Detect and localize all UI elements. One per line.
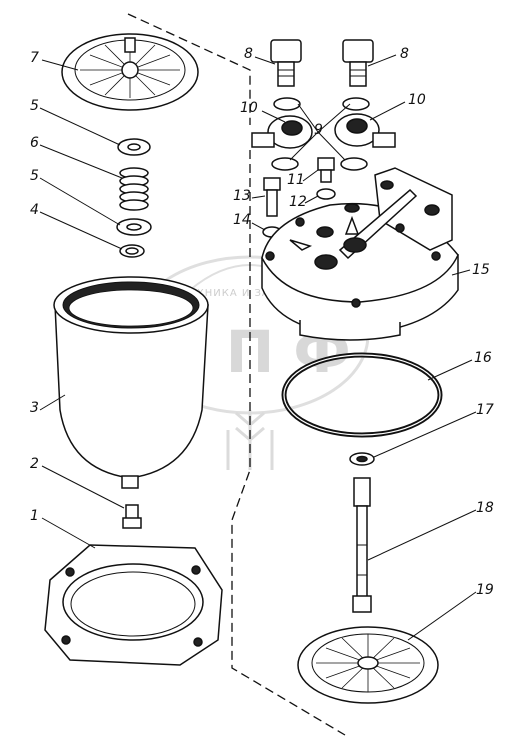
callout-10-right: 10 <box>408 92 426 108</box>
part-8-bolt-left <box>270 39 302 87</box>
callout-6: 6 <box>30 135 39 151</box>
callout-9: 9 <box>314 122 323 138</box>
leader-lines <box>39 54 477 641</box>
callout-13: 13 <box>233 188 251 204</box>
part-12-washer <box>316 188 336 200</box>
part-19-bottom-cover <box>297 626 439 704</box>
callout-2: 2 <box>30 456 39 472</box>
callout-14: 14 <box>233 212 251 228</box>
callout-7: 7 <box>30 50 39 66</box>
part-16-o-ring <box>281 352 443 438</box>
callout-17: 17 <box>476 402 494 418</box>
part-6-spring <box>119 167 149 211</box>
callout-19: 19 <box>476 582 494 598</box>
part-10-banjo-left <box>251 115 313 149</box>
callout-5-lower: 5 <box>30 168 39 184</box>
watermark-top-text: ТЕХНИКА И ЗАПЧАСТИ <box>181 288 317 299</box>
part-2-plug <box>122 504 142 529</box>
part-11-screw <box>317 157 335 183</box>
callout-15: 15 <box>472 262 490 278</box>
part-18-center-rod <box>352 477 372 613</box>
part-7-top-cover <box>61 33 199 111</box>
callout-11: 11 <box>287 172 305 188</box>
part-4-ring <box>119 244 145 258</box>
part-1-flange <box>44 544 223 666</box>
callout-16: 16 <box>474 350 492 366</box>
part-17-washer <box>349 452 375 466</box>
part-10-banjo-right <box>334 113 396 148</box>
part-15-filter-housing <box>261 167 459 341</box>
callout-3: 3 <box>30 400 39 416</box>
assembly-dashed-line <box>127 13 346 736</box>
part-3-bowl <box>53 276 209 489</box>
callout-12: 12 <box>289 194 307 210</box>
callout-5-upper: 5 <box>30 98 39 114</box>
callout-8-right: 8 <box>400 46 409 62</box>
callout-10-left: 10 <box>240 100 258 116</box>
callout-1: 1 <box>30 508 39 524</box>
callout-8-left: 8 <box>244 46 253 62</box>
part-9-washers <box>271 97 370 171</box>
part-5-washer-lower <box>116 218 152 236</box>
callout-18: 18 <box>476 500 494 516</box>
part-13-bolt <box>263 177 281 217</box>
part-5-washer-upper <box>117 138 151 156</box>
part-8-bolt-right <box>342 39 374 87</box>
callout-4: 4 <box>30 202 39 218</box>
